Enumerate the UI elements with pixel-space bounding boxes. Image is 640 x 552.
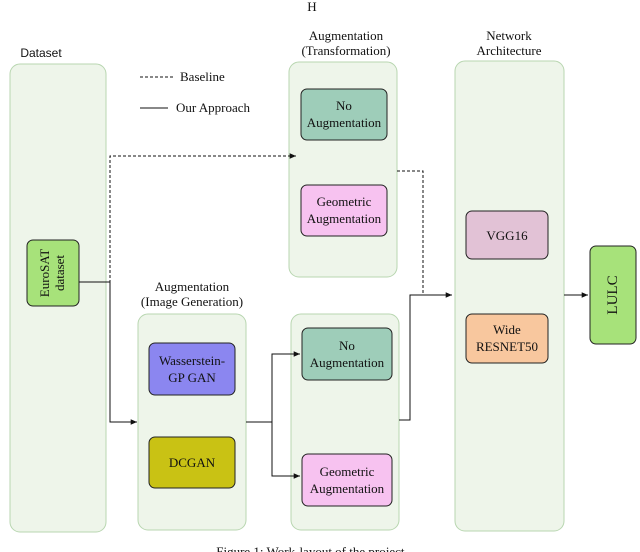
vgg16-label: VGG16 [486,228,528,243]
lulc-box [589,245,637,345]
arrow-to-bottom-geometric-augmentation [271,422,300,479]
header-letter: H [307,0,316,14]
top-no-augmentation-line2: Augmentation [307,115,382,130]
bottom-geometric-augmentation-line2: Augmentation [310,481,385,496]
transform-label-line2: (Transformation) [301,43,390,58]
generation-label-line1: Augmentation [155,279,230,294]
wasserstein-gp-gan-box [148,342,236,396]
dataset-column-label: Dataset [20,46,62,60]
arrow-from-bottom-augmentation [399,294,423,421]
transform-label-line1: Augmentation [309,28,384,43]
network-panel [454,60,565,532]
arrow-to-bottom-no-augmentation [246,351,300,423]
baseline-arrow-to-transform [79,153,296,283]
vgg16-box [465,210,549,260]
network-label-line2: Architecture [477,43,542,58]
figure-caption: Figure 1: Work-layout of the project. [216,544,408,552]
generation-label-line2: (Image Generation) [141,294,243,309]
wide-resnet50-box [465,313,549,364]
arrow-to-generation [79,281,137,425]
bottom-no-augmentation-line1: No [339,338,355,353]
top-geometric-augmentation-line2: Augmentation [307,211,382,226]
bottom-no-augmentation-box [301,327,393,381]
wide-resnet50-line2: RESNET50 [476,339,538,354]
top-geometric-augmentation-line1: Geometric [317,194,372,209]
network-label-line1: Network [486,28,532,43]
wide-resnet50-line1: Wide [493,322,521,337]
top-geometric-augmentation-box [300,184,388,237]
eurosat-label-line1: EuroSAT [37,249,52,297]
eurosat-dataset-box [26,239,80,307]
lulc-label: LULC [605,275,621,314]
wgan-label-line1: Wasserstein- [159,353,225,368]
top-no-augmentation-box [300,88,388,141]
legend-our-approach-label: Our Approach [176,100,251,115]
dcgan-label: DCGAN [169,455,216,470]
eurosat-label-line2: dataset [52,255,67,291]
bottom-geometric-augmentation-box [301,453,393,507]
baseline-arrow-from-transform [397,170,424,295]
dcgan-box [148,436,236,489]
top-no-augmentation-line1: No [336,98,352,113]
wgan-label-line2: GP GAN [168,370,216,385]
bottom-no-augmentation-line2: Augmentation [310,355,385,370]
bottom-geometric-augmentation-line1: Geometric [320,464,375,479]
legend-baseline-label: Baseline [180,69,225,84]
